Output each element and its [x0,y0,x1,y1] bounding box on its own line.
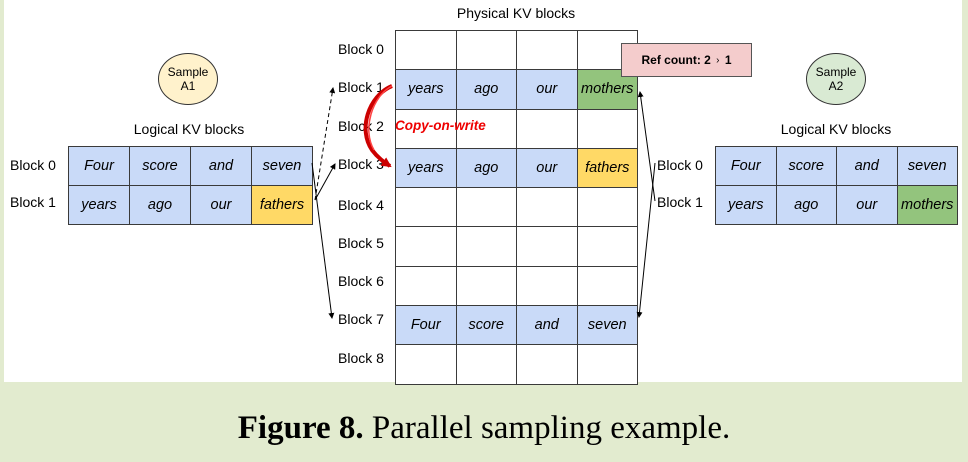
a1-cell: our [190,185,252,225]
a2-cell: our [836,185,898,225]
a2-cell: ago [775,185,837,225]
physical-cell [395,187,457,228]
figure-caption: Figure 8. Parallel sampling example. [0,410,968,447]
physical-cell: seven [576,305,638,346]
copy-on-write-label: Copy-on-write [395,118,486,133]
physical-cell: years [395,147,457,189]
decrement-arrow-icon: › [716,54,720,66]
physical-cell [395,344,457,385]
physical-row-label: Block 4 [338,197,384,213]
copy-on-write-arrow [363,84,393,168]
a1-cell: years [68,185,130,225]
arrow-a2-block1-to-phys1 [637,91,656,202]
physical-cell: fathers [576,147,638,189]
physical-cell [576,344,638,385]
caption-text: Parallel sampling example. [363,410,731,446]
a2-row-label: Block 1 [657,194,703,210]
a1-cell: seven [251,146,313,186]
physical-cell [395,226,457,267]
physical-cell [455,344,517,385]
physical-row [395,29,638,71]
a1-cell: and [190,146,252,186]
sample-a1-node: Sample A1 [158,53,218,105]
physical-cell [455,265,517,307]
physical-row [395,344,638,385]
physical-row-label: Block 6 [338,273,384,289]
physical-cell: mothers [576,69,638,110]
physical-kv-title: Physical KV blocks [456,5,576,21]
physical-row-label: Block 5 [338,235,384,251]
physical-cell [576,108,638,149]
ref-count-label: Ref count: 2 [641,53,715,67]
a1-row-label: Block 1 [10,194,56,210]
physical-row [395,265,638,307]
a1-row-label: Block 0 [10,157,56,173]
physical-cell: ago [455,69,517,110]
physical-cell [516,344,578,385]
physical-cell: our [516,147,578,189]
a2-cell: years [715,185,777,225]
arrow-a2-block0-to-phys7 [636,162,656,318]
physical-cell: ago [455,147,517,189]
physical-cell: our [516,69,578,110]
physical-cell [576,265,638,307]
physical-cell [516,187,578,228]
physical-row [395,108,638,149]
physical-cell: years [395,69,457,110]
physical-row-label: Block 0 [338,41,384,57]
a1-cell: Four [68,146,130,186]
sample-a2-node: Sample A2 [806,53,866,105]
physical-cell [576,187,638,228]
figure-label: Figure 8. [237,410,364,446]
physical-row [395,226,638,267]
arrow-a1-block1-to-phys3 [314,163,336,201]
physical-row-label: Block 8 [338,350,384,366]
sample-a1-label: Sample A1 [167,65,209,93]
sample-a2-label: Sample A2 [815,65,857,93]
physical-row-label: Block 3 [338,156,384,172]
a2-row-label: Block 0 [657,157,703,173]
a2-cell: mothers [896,185,958,225]
physical-cell [455,108,517,149]
a1-logical-title: Logical KV blocks [133,121,245,137]
physical-cell [516,265,578,307]
physical-row-label: Block 7 [338,311,384,327]
physical-row-label: Block 2 [338,118,384,134]
a1-cell: ago [129,185,191,225]
physical-cell [516,226,578,267]
physical-row-label: Block 1 [338,79,384,95]
a1-cell: fathers [251,185,313,225]
ref-count-value: 1 [721,53,732,67]
a2-cell: seven [896,146,958,186]
a2-logical-title: Logical KV blocks [780,121,892,137]
physical-cell [395,265,457,307]
physical-cell [395,29,457,71]
physical-cell [576,226,638,267]
ref-count-box: Ref count: 2 › 1 [621,43,752,77]
a1-cell: score [129,146,191,186]
arrow-a1-block0-to-phys7 [311,162,335,319]
arrow-a1-block1-to-phys1-dashed [314,87,336,201]
